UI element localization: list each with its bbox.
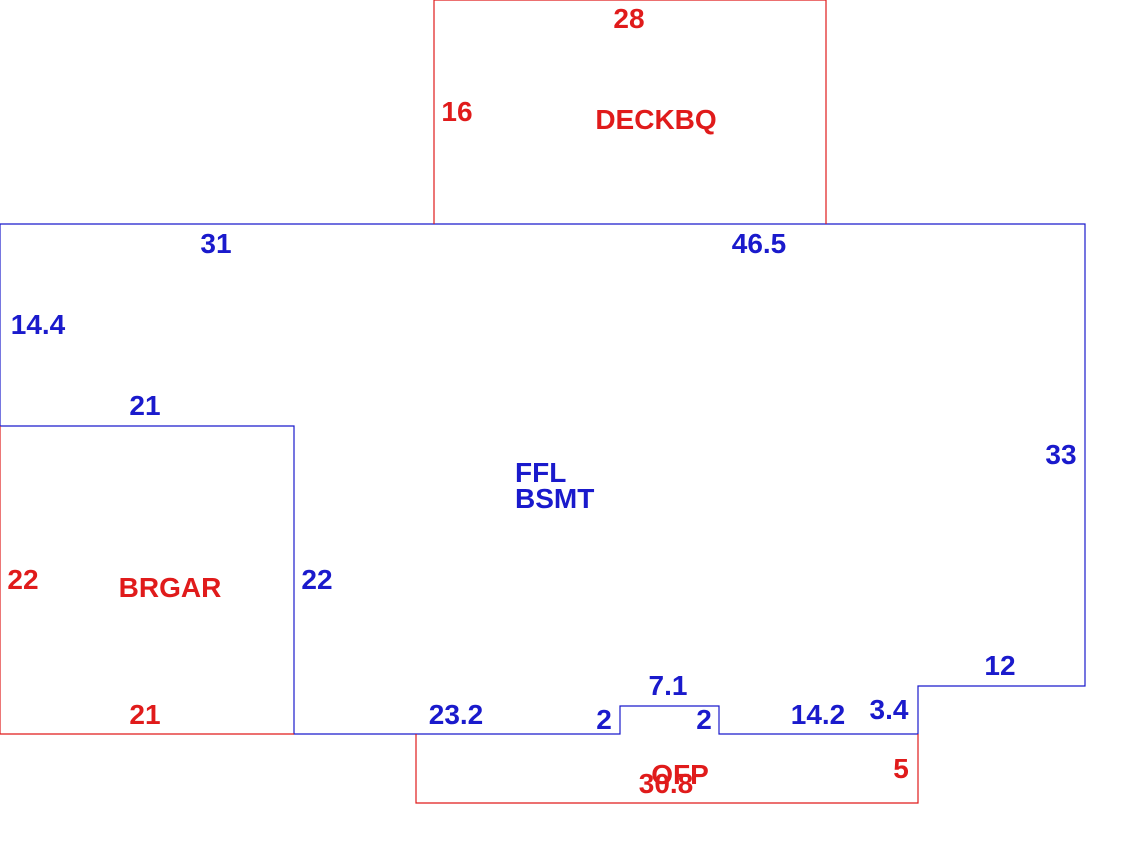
deck-area-label: DECKBQ xyxy=(595,104,716,135)
garage-area-label: BRGAR xyxy=(119,572,222,603)
main-step-top-dimension: 21 xyxy=(129,390,160,421)
main-top-left-dimension: 31 xyxy=(200,228,231,259)
bay-left-dimension: 2 xyxy=(596,704,612,735)
main-bottom-right-dimension: 14.2 xyxy=(791,699,846,730)
porch-depth-dimension: 5 xyxy=(893,753,909,784)
main-step-right-dimension: 12 xyxy=(984,650,1015,681)
porch-area-label: OFP xyxy=(651,759,709,790)
main-area-label-line1: FFL xyxy=(515,457,566,488)
porch-width-dimension: 30.8 xyxy=(639,768,694,799)
bay-right-dimension: 2 xyxy=(696,704,712,735)
main-area-outline xyxy=(0,223,1086,735)
main-garage-side-dimension: 22 xyxy=(301,564,332,595)
main-top-right-dimension: 46.5 xyxy=(732,228,787,259)
bay-width-dimension: 7.1 xyxy=(649,670,688,701)
deck-depth-label: 16 xyxy=(441,96,472,127)
garage-outline xyxy=(0,426,294,735)
main-bottom-left-dimension: 23.2 xyxy=(429,699,484,730)
garage-left-dimension: 22 xyxy=(7,564,38,595)
main-area-label-line2: BSMT xyxy=(515,483,594,514)
main-step-vertical-dimension: 3.4 xyxy=(870,694,909,725)
garage-bottom-dimension: 21 xyxy=(129,699,160,730)
porch-outline xyxy=(415,734,919,804)
deck-width-label: 28 xyxy=(613,3,644,34)
main-left-dimension: 14.4 xyxy=(11,309,66,340)
deck-outline xyxy=(433,0,827,224)
main-right-dimension: 33 xyxy=(1045,439,1076,470)
